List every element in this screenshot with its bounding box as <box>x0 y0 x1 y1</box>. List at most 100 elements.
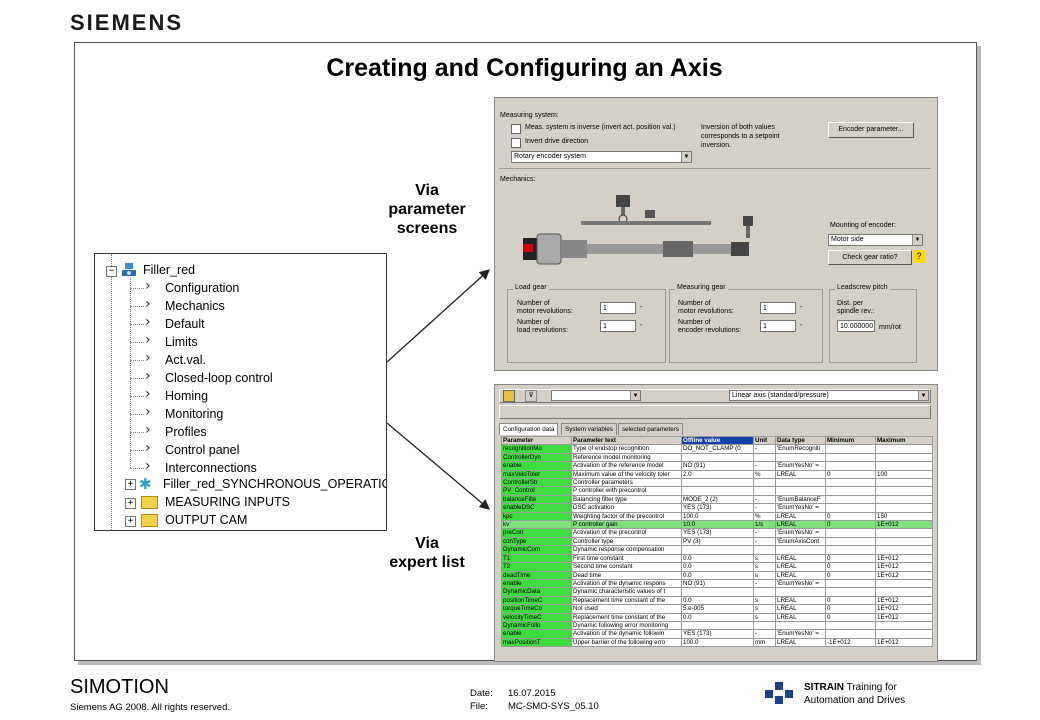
tree-item-output-cam[interactable]: OUTPUT CAM <box>165 513 248 527</box>
table-cell[interactable] <box>681 452 754 463</box>
table-cell[interactable]: 2.0 <box>681 469 754 480</box>
inverse-checkbox[interactable] <box>511 124 521 134</box>
table-cell[interactable]: YES (173) <box>681 629 754 639</box>
meas-motor-revolutions-input[interactable]: 1 <box>760 302 796 314</box>
table-cell[interactable]: 100.0 <box>681 511 754 522</box>
column-header[interactable]: Maximum <box>875 435 933 446</box>
table-cell[interactable]: 5.e-005 <box>681 604 754 614</box>
table-cell[interactable]: NO (91) <box>681 461 754 471</box>
tree-item-root[interactable]: Filler_red <box>143 263 196 277</box>
filter-icon[interactable]: ⊽ <box>525 390 537 402</box>
column-header[interactable]: Offline value <box>681 435 754 446</box>
table-cell[interactable]: PV (3) <box>681 536 754 547</box>
tree-item[interactable]: Interconnections <box>165 461 257 475</box>
tree-item-measuring-inputs[interactable]: MEASURING INPUTS <box>165 495 291 509</box>
tab-selected-parameters[interactable]: selected parameters <box>618 423 684 435</box>
toolbar-icon[interactable] <box>503 390 515 402</box>
tree-item[interactable]: Homing <box>165 389 209 403</box>
table-cell <box>875 444 933 454</box>
mounting-select[interactable]: Motor side▼ <box>828 234 923 246</box>
invert-drive-checkbox[interactable] <box>511 138 521 148</box>
tree-item[interactable]: Act.val. <box>165 353 206 367</box>
table-cell[interactable] <box>681 587 754 597</box>
help-icon[interactable]: ? <box>913 250 925 263</box>
tree-item[interactable]: Closed-loop control <box>165 371 273 385</box>
encoder-revolutions-input[interactable]: 1 <box>760 320 796 332</box>
column-header[interactable]: Minimum <box>825 435 876 446</box>
table-cell[interactable]: 100.0 <box>681 637 754 648</box>
table-cell[interactable] <box>681 478 754 488</box>
tree-item[interactable]: Default <box>165 317 205 331</box>
table-cell[interactable]: 0.0 <box>681 553 754 564</box>
column-header[interactable]: Parameter text <box>571 435 682 446</box>
expand-icon[interactable]: + <box>125 479 136 490</box>
tree-item[interactable]: Monitoring <box>165 407 224 421</box>
tree-item[interactable]: Limits <box>165 335 198 349</box>
column-header[interactable]: Parameter <box>501 435 572 446</box>
sitrain-name: SITRAIN <box>804 682 844 693</box>
load-revolutions-input[interactable]: 1 <box>600 320 636 332</box>
table-cell[interactable] <box>681 545 754 555</box>
table-cell: s <box>753 595 776 606</box>
table-cell[interactable] <box>681 620 754 631</box>
table-cell[interactable]: 0.0 <box>681 562 754 572</box>
table-cell[interactable]: YES (173) <box>681 503 754 513</box>
encoder-parameter-button[interactable]: Encoder parameter... <box>828 122 914 138</box>
table-cell[interactable]: 0.0 <box>681 612 754 622</box>
check-gear-button[interactable]: Check gear ratio? <box>828 250 912 265</box>
leadscrew-unit: mm/rot <box>879 324 901 331</box>
column-header[interactable]: Data type <box>775 435 826 446</box>
table-cell[interactable] <box>681 486 754 496</box>
tree-item[interactable]: Mechanics <box>165 299 225 313</box>
table-cell[interactable]: YES (173) <box>681 528 754 538</box>
via-parameter-label: Via parameter screens <box>372 181 482 238</box>
tab-configuration-data[interactable]: Configuration data <box>499 423 559 435</box>
tree-item[interactable]: Control panel <box>165 443 240 457</box>
tree-item[interactable]: Configuration <box>165 281 240 295</box>
table-cell[interactable]: DO_NOT_CLAMP (0 <box>681 444 754 454</box>
table-cell[interactable]: MODE_2 (2) <box>681 494 754 505</box>
leadscrew-input[interactable]: 10.000000 <box>837 320 875 332</box>
table-cell[interactable]: 10.0 <box>681 520 754 530</box>
filter-select[interactable]: ▼ <box>551 390 641 401</box>
table-cell[interactable]: NO (91) <box>681 578 754 589</box>
collapse-icon[interactable]: − <box>106 266 117 277</box>
column-header[interactable]: Unit <box>753 435 776 446</box>
axis-type-select[interactable]: Linear axis (standard/pressure)▼ <box>729 390 929 401</box>
encoder-system-select[interactable]: Rotary encoder system▼ <box>511 151 692 163</box>
motor-revolutions-input[interactable]: 1 <box>600 302 636 314</box>
tab-system-variables[interactable]: System variables <box>561 423 617 435</box>
expand-icon[interactable]: + <box>125 498 136 509</box>
table-cell: Controller type <box>571 536 682 547</box>
tree-item-sync[interactable]: Filler_red_SYNCHRONOUS_OPERATION <box>163 477 387 491</box>
table-cell[interactable]: 0.0 <box>681 570 754 580</box>
table-cell[interactable]: 0.0 <box>681 595 754 606</box>
expand-icon[interactable]: + <box>125 516 136 527</box>
table-cell <box>825 629 876 639</box>
tree-item[interactable]: Profiles <box>165 425 207 439</box>
